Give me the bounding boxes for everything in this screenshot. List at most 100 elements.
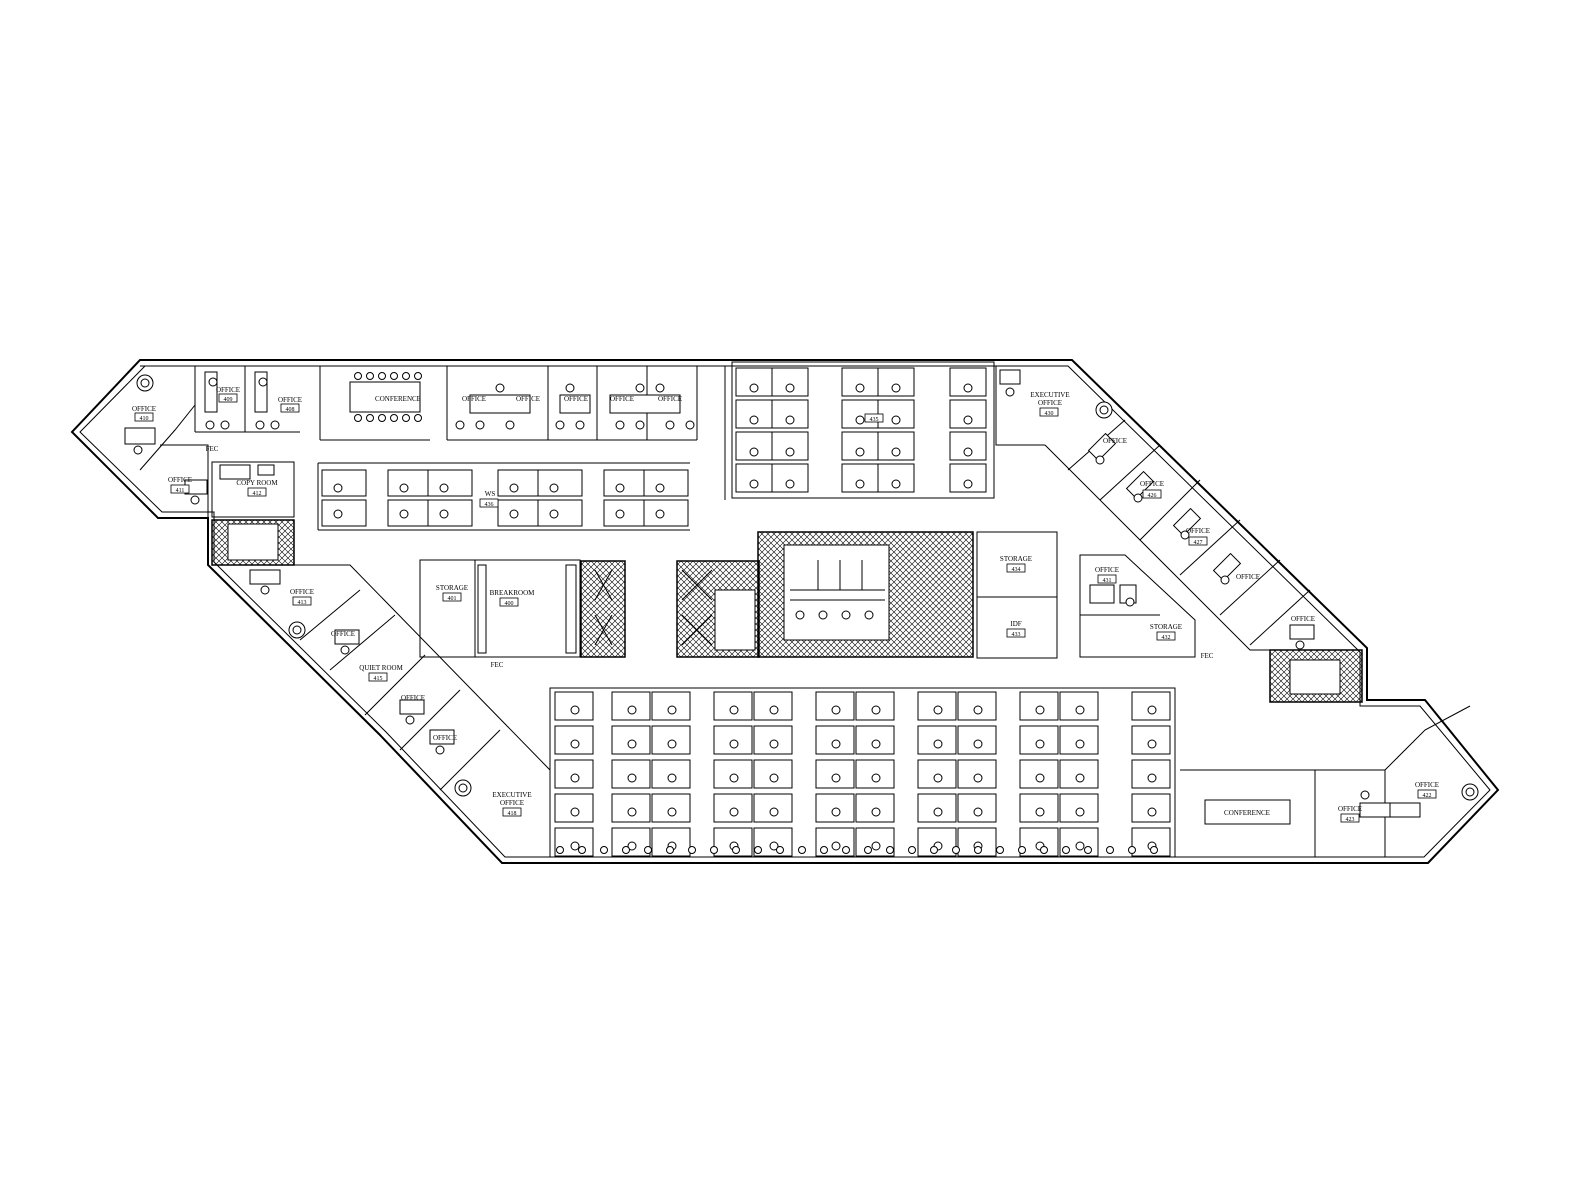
office-409-label: OFFICE	[216, 386, 240, 394]
workstation-chair	[1106, 846, 1114, 854]
workstation-chair	[627, 705, 637, 715]
workstation-chair	[769, 773, 779, 783]
workstation-chair	[973, 807, 983, 817]
workstation-chair	[973, 773, 983, 783]
office-411: OFFICE 411 FEC	[160, 444, 219, 518]
workstation-desk	[957, 725, 997, 755]
office-409: OFFICE 409	[216, 386, 240, 403]
office-423-label: OFFICE	[1338, 805, 1362, 813]
workstation-chair	[570, 807, 580, 817]
office-ne-b-label: OFFICE	[1140, 480, 1164, 488]
office-408-number: 408	[286, 407, 295, 413]
workstation-chair	[831, 773, 841, 783]
office-413-number: 413	[298, 600, 307, 606]
idf-433-label: IDF	[1010, 620, 1021, 628]
executive-office-430: EXECUTIVE OFFICE 430	[995, 366, 1113, 446]
workstation-chair	[667, 807, 677, 817]
exec-430-label-2: OFFICE	[1038, 399, 1062, 407]
conference-south-label: CONFERENCE	[1224, 809, 1270, 817]
office-north-a-label: OFFICE	[462, 395, 486, 403]
office-413-label: OFFICE	[290, 588, 314, 596]
workstation-chair	[1062, 846, 1070, 854]
workstation-chair	[1084, 846, 1092, 854]
core: STORAGE 401 BREAKROOM 400 FEC STORAGE 43…	[419, 531, 1214, 669]
workstation-chair	[1075, 807, 1085, 817]
workstation-chair	[776, 846, 784, 854]
office-431-number: 431	[1103, 578, 1112, 584]
workstation-chair	[831, 705, 841, 715]
workstation-chair	[627, 841, 637, 851]
workstation-chair	[1147, 773, 1157, 783]
workstation-chair	[729, 773, 739, 783]
workstation-chair	[627, 807, 637, 817]
workstation-chair	[886, 846, 894, 854]
workstation-chair	[627, 773, 637, 783]
workstation-chair	[1075, 773, 1085, 783]
office-422: OFFICE 422	[1384, 705, 1479, 818]
workstation-chair	[570, 705, 580, 715]
workstation-chair	[754, 846, 762, 854]
office-ne-b-number: 426	[1148, 493, 1157, 499]
office-410-label: OFFICE	[132, 405, 156, 413]
office-north-e-label: OFFICE	[658, 395, 682, 403]
north-offices	[194, 366, 726, 500]
workstation-chair	[769, 705, 779, 715]
workstation-desk	[1019, 793, 1059, 823]
office-408-label: OFFICE	[278, 396, 302, 404]
office-427-label: OFFICE	[1186, 527, 1210, 535]
workstations-436: WS 436	[317, 462, 690, 531]
workstation-chair	[871, 739, 881, 749]
workstation-chair	[820, 846, 828, 854]
workstation-chair	[933, 705, 943, 715]
workstation-chair	[864, 846, 872, 854]
workstation-chair	[1035, 705, 1045, 715]
workstation-chair	[1035, 773, 1045, 783]
quiet-room-number: 415	[374, 676, 383, 682]
workstation-chair	[1075, 705, 1085, 715]
conference-north-label: CONFERENCE	[375, 395, 421, 403]
workstation-chair	[871, 841, 881, 851]
workstation-chair	[973, 739, 983, 749]
workstation-chair	[908, 846, 916, 854]
workstation-chair	[974, 846, 982, 854]
workstation-chair	[578, 846, 586, 854]
office-422-label: OFFICE	[1415, 781, 1439, 789]
breakroom-number: 400	[505, 601, 514, 607]
office-431-label: OFFICE	[1095, 566, 1119, 574]
workstation-chair	[600, 846, 608, 854]
workstation-chair	[644, 846, 652, 854]
building-outline	[70, 359, 1500, 864]
office-409-number: 409	[224, 397, 233, 403]
office-416-label: OFFICE	[401, 694, 425, 702]
workstation-chair	[1147, 705, 1157, 715]
office-411-number: 411	[176, 488, 185, 494]
copy-room-number: 412	[253, 491, 262, 497]
workstation-chair	[973, 705, 983, 715]
workstation-chair	[831, 841, 841, 851]
workstation-desk	[554, 691, 594, 721]
workstation-chair	[729, 807, 739, 817]
workstation-chair	[1075, 841, 1085, 851]
office-ne-a-label: OFFICE	[1103, 437, 1127, 445]
idf-433-number: 433	[1012, 632, 1021, 638]
workstation-chair	[798, 846, 806, 854]
workstation-chair	[667, 773, 677, 783]
office-427-number: 427	[1194, 540, 1203, 546]
exec-430-label-1: EXECUTIVE	[1030, 391, 1069, 399]
workstation-chair	[570, 773, 580, 783]
exec-430-number: 430	[1045, 411, 1054, 417]
workstation-chair	[769, 807, 779, 817]
workstation-chair	[1147, 739, 1157, 749]
ws-435-number: 435	[870, 417, 879, 423]
office-410: OFFICE 410	[124, 365, 196, 471]
storage-401-label: STORAGE	[436, 584, 468, 592]
workstation-chair	[1018, 846, 1026, 854]
workstation-chair	[570, 739, 580, 749]
south-workstations	[549, 687, 1176, 858]
workstation-chair	[1150, 846, 1158, 854]
fec-label-core: FEC	[491, 661, 504, 669]
workstation-chair	[627, 739, 637, 749]
workstation-chair	[1040, 846, 1048, 854]
workstation-chair	[667, 705, 677, 715]
workstation-chair	[622, 846, 630, 854]
